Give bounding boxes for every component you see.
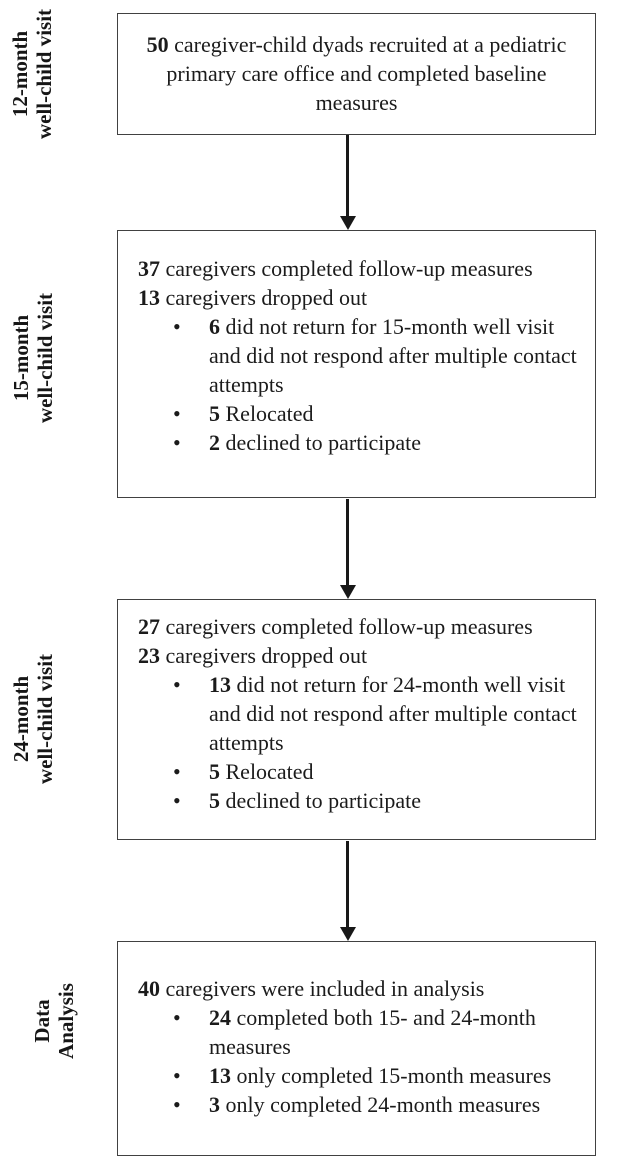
count-value: 13 [209,1063,231,1088]
description-text: caregivers completed follow-up measures [160,256,533,281]
count-value: 40 [138,976,160,1001]
stage-box: 40 caregivers were included in analysis•… [117,941,596,1156]
count-value: 50 [146,32,169,57]
bullet-icon: • [173,401,181,426]
bullet-icon: • [173,759,181,784]
count-value: 13 [209,672,231,697]
bullet-item: • 5 Relocated [138,399,578,428]
stage-box: 27 caregivers completed follow-up measur… [117,599,596,840]
arrow-shaft [346,841,349,927]
arrow-head [339,216,356,230]
description-text: Relocated [220,401,314,426]
count-value: 6 [209,314,220,339]
count-value: 3 [209,1092,220,1117]
box-text: 13 did not return for 24-month well visi… [209,670,578,757]
count-value: 13 [138,285,160,310]
box-text: 24 completed both 15- and 24-month measu… [209,1003,578,1061]
description-text: caregivers were included in analysis [160,976,485,1001]
bullet-icon: • [173,672,181,697]
stage-box: 50 caregiver-child dyads recruited at a … [117,13,596,135]
description-text: caregivers dropped out [160,285,368,310]
box-text: 5 Relocated [209,757,578,786]
count-value: 24 [209,1005,231,1030]
description-text: completed both 15- and 24-month measures [209,1005,536,1059]
bullet-item: • 13 only completed 15-month measures [138,1061,578,1090]
count-value: 23 [138,643,160,668]
box-text-line: 23 caregivers dropped out [138,641,578,670]
description-text: only completed 24-month measures [220,1092,541,1117]
down-arrow-icon [339,499,356,599]
bullet-icon: • [173,314,181,339]
box-text: 37 caregivers completed follow-up measur… [138,256,533,281]
box-text: 40 caregivers were included in analysis [138,976,484,1001]
bullet-item: • 24 completed both 15- and 24-month meas… [138,1003,578,1061]
box-text-line: 37 caregivers completed follow-up measur… [138,254,578,283]
description-text: declined to participate [220,430,421,455]
stage-label-line: well-child visit [33,653,57,785]
bullet-item: • 5 declined to participate [138,786,578,815]
box-text: 6 did not return for 15-month well visit… [209,312,578,399]
box-text-line: 50 caregiver-child dyads recruited at a … [138,30,575,117]
stage-box: 37 caregivers completed follow-up measur… [117,230,596,498]
bullet-item: • 6 did not return for 15-month well visi… [138,312,578,399]
box-text: 5 Relocated [209,399,578,428]
bullet-item: • 2 declined to participate [138,428,578,457]
down-arrow-icon [339,135,356,230]
description-text: caregiver-child dyads recruited at a ped… [166,32,567,115]
arrow-head [339,927,356,941]
description-text: caregivers dropped out [160,643,368,668]
description-text: only completed 15-month measures [231,1063,552,1088]
arrow-shaft [346,135,349,216]
stage-label-line: well-child visit [32,8,56,140]
description-text: did not return for 15-month well visit a… [209,314,577,397]
bullet-icon: • [173,1005,181,1030]
box-text: 13 caregivers dropped out [138,285,367,310]
count-value: 5 [209,401,220,426]
box-text: 23 caregivers dropped out [138,643,367,668]
bullet-item: • 3 only completed 24-month measures [138,1090,578,1119]
bullet-icon: • [173,1092,181,1117]
stage-label-line: Analysis [54,983,78,1059]
bullet-icon: • [173,430,181,455]
down-arrow-icon [339,841,356,941]
count-value: 2 [209,430,220,455]
box-text: 3 only completed 24-month measures [209,1090,578,1119]
stage-label-line: Data [30,999,54,1043]
arrow-head [339,585,356,599]
bullet-item: • 5 Relocated [138,757,578,786]
box-text: 13 only completed 15-month measures [209,1061,578,1090]
box-text-line: 40 caregivers were included in analysis [138,974,578,1003]
box-text: 50 caregiver-child dyads recruited at a … [147,32,567,115]
bullet-icon: • [173,1063,181,1088]
stage-label-line: 15-month [9,314,33,402]
count-value: 37 [138,256,160,281]
count-value: 5 [209,788,220,813]
description-text: Relocated [220,759,314,784]
box-text-line: 13 caregivers dropped out [138,283,578,312]
arrow-shaft [346,499,349,585]
count-value: 5 [209,759,220,784]
description-text: caregivers completed follow-up measures [160,614,533,639]
box-text: 27 caregivers completed follow-up measur… [138,614,533,639]
stage-label-line: 24-month [9,675,33,763]
stage-label-line: well-child visit [33,292,57,424]
count-value: 27 [138,614,160,639]
box-text: 5 declined to participate [209,786,578,815]
box-text-line: 27 caregivers completed follow-up measur… [138,612,578,641]
description-text: declined to participate [220,788,421,813]
bullet-item: • 13 did not return for 24-month well vis… [138,670,578,757]
stage-label-line: 12-month [8,30,32,118]
bullet-icon: • [173,788,181,813]
description-text: did not return for 24-month well visit a… [209,672,577,755]
box-text: 2 declined to participate [209,428,578,457]
